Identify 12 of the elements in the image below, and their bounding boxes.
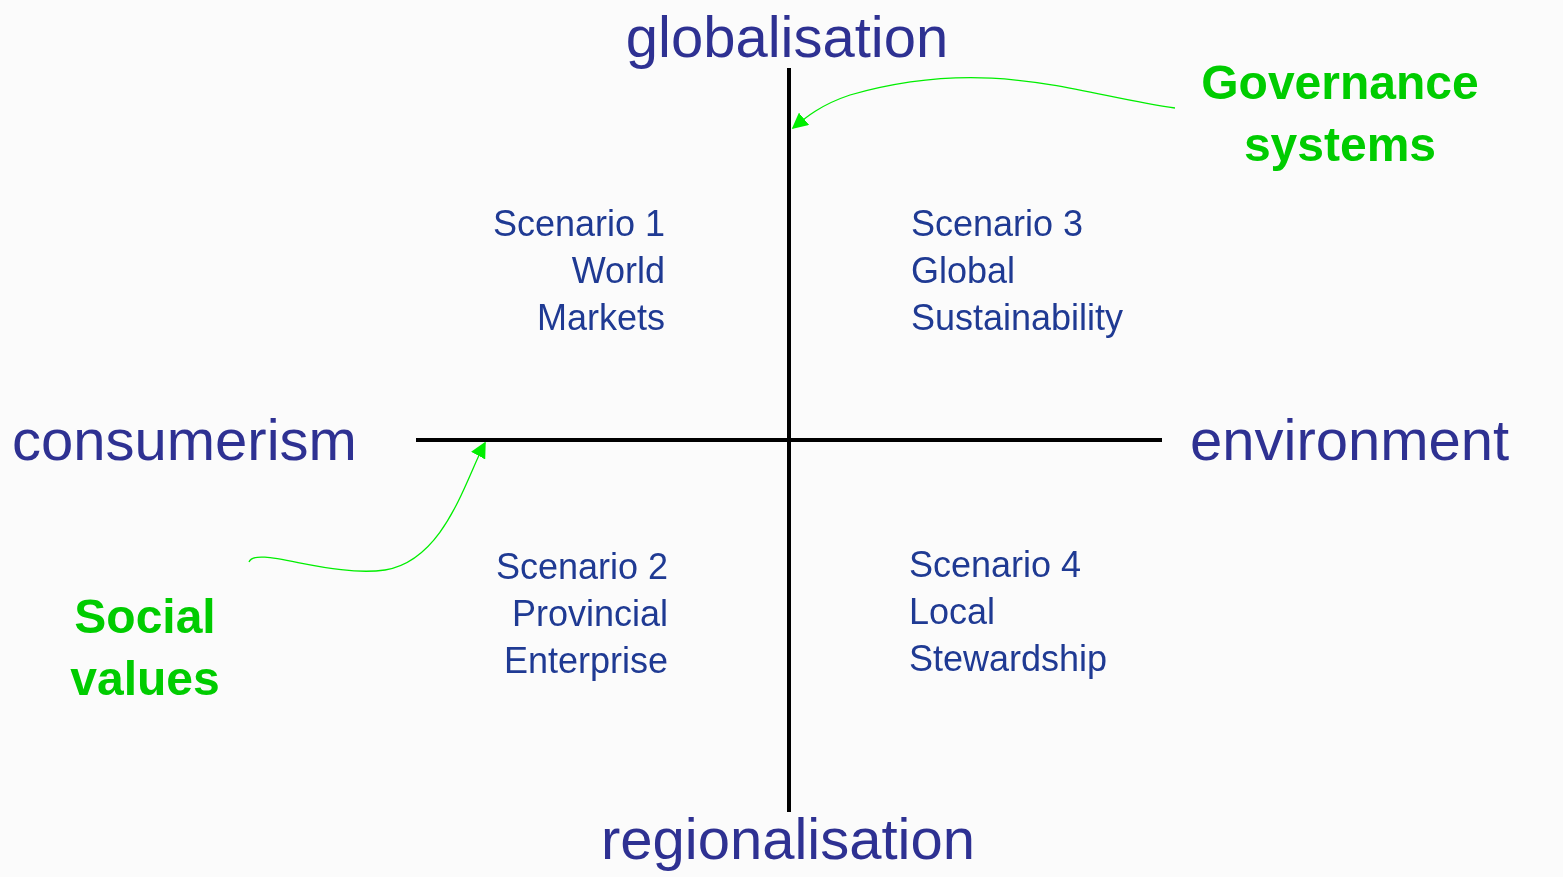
leader-line [791,77,1176,129]
leader-line [248,441,486,572]
scenario-label: Scenario 4 Local Stewardship [909,543,1109,681]
axis-label: environment [1190,407,1511,473]
callout-text: Governance systems [1175,52,1505,176]
axis-label: consumerism [12,407,358,473]
axis-label: regionalisation [600,806,976,872]
callout-text: Social values [40,560,250,710]
axis-label: globalisation [624,4,950,70]
scenario-label: Scenario 1 World Markets [491,202,665,340]
scenario-label: Scenario 2 Provincial Enterprise [494,545,668,683]
scenario-label: Scenario 3 Global Sustainability [911,202,1125,340]
